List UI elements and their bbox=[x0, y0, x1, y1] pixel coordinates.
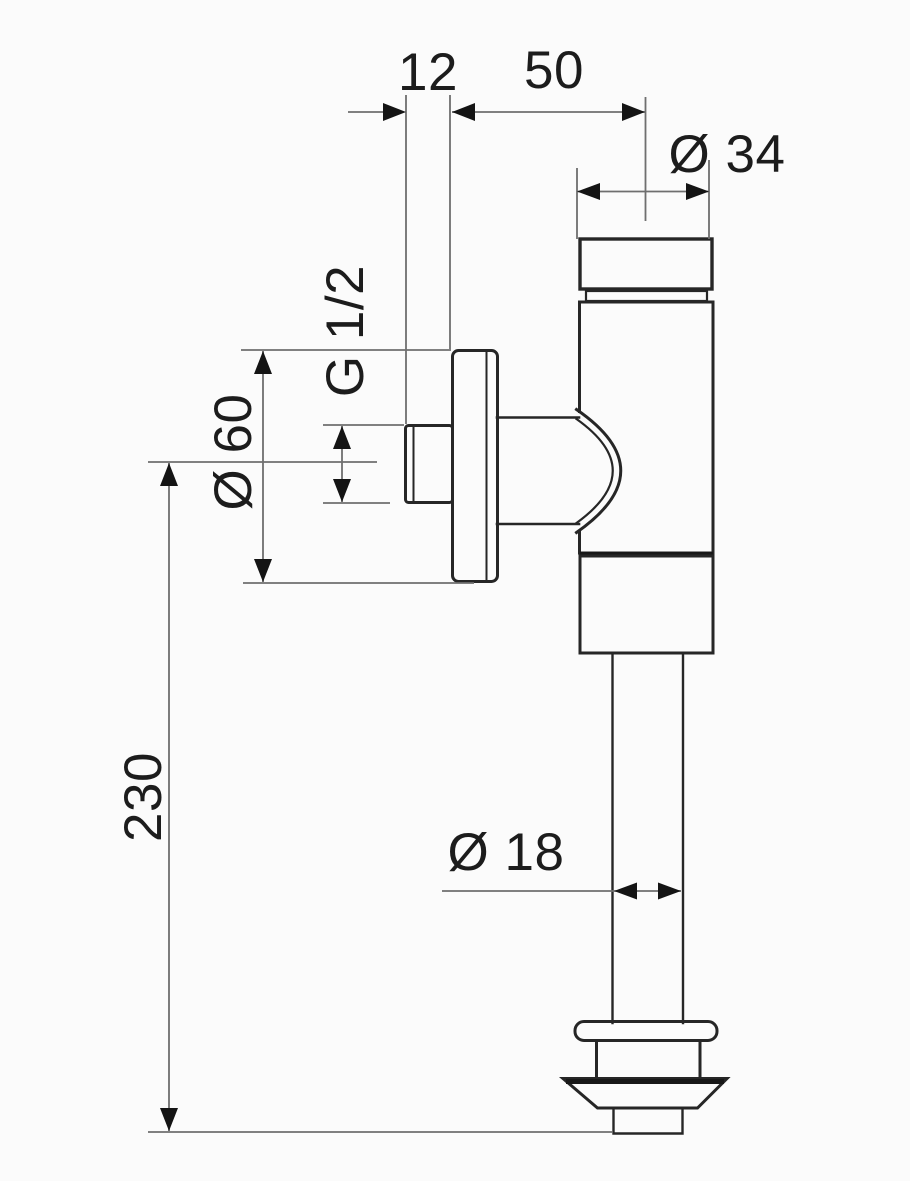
outlet-cone-flange bbox=[558, 1077, 731, 1110]
arrow-right-at-body-axis bbox=[622, 103, 645, 121]
arrow-left-dia18 bbox=[614, 882, 637, 900]
arrow-up-dia60 bbox=[254, 351, 272, 374]
arrow-right-dia18 bbox=[658, 882, 681, 900]
arrow-down-thread bbox=[333, 479, 351, 502]
valve-top-cap bbox=[578, 237, 714, 291]
arrow-down-230 bbox=[160, 1108, 178, 1131]
outlet-washer bbox=[573, 1020, 719, 1042]
dim-label-diameter-34: Ø 34 bbox=[669, 125, 786, 184]
inlet-dome-outer bbox=[574, 407, 623, 535]
arrow-up-230 bbox=[160, 463, 178, 486]
arrow-left-dia34 bbox=[577, 183, 600, 200]
arrow-right-dia34 bbox=[686, 183, 709, 200]
dimension-labels: 12 50 Ø 34 G 1/2 Ø 60 230 Ø 18 bbox=[114, 41, 785, 882]
dim-label-offset-50: 50 bbox=[524, 41, 584, 100]
valve-cap-ring bbox=[584, 289, 709, 303]
outlet-stub bbox=[612, 1106, 684, 1135]
dimension-lines bbox=[148, 95, 710, 1133]
outlet-nut bbox=[595, 1039, 702, 1080]
wall-rosette bbox=[451, 349, 499, 583]
dim-label-rosette-60: Ø 60 bbox=[204, 394, 263, 511]
dim-label-thread-g12: G 1/2 bbox=[316, 265, 375, 397]
thread-nipple bbox=[404, 424, 454, 504]
valve-outline bbox=[404, 237, 731, 1135]
arrow-down-dia60 bbox=[254, 559, 272, 582]
dimension-arrows bbox=[160, 103, 709, 1131]
dim-label-height-230: 230 bbox=[114, 752, 173, 842]
dim-label-depth-12: 12 bbox=[398, 43, 458, 102]
arrow-left-at-rosette-face bbox=[452, 103, 475, 121]
dim-label-pipe-18: Ø 18 bbox=[448, 823, 565, 882]
arrow-up-thread bbox=[333, 426, 351, 449]
arrow-right-at-nipple-face bbox=[383, 103, 406, 121]
inlet-dome-inner bbox=[574, 417, 614, 525]
valve-lower-body bbox=[578, 554, 715, 655]
wall-patch bbox=[576, 413, 585, 530]
